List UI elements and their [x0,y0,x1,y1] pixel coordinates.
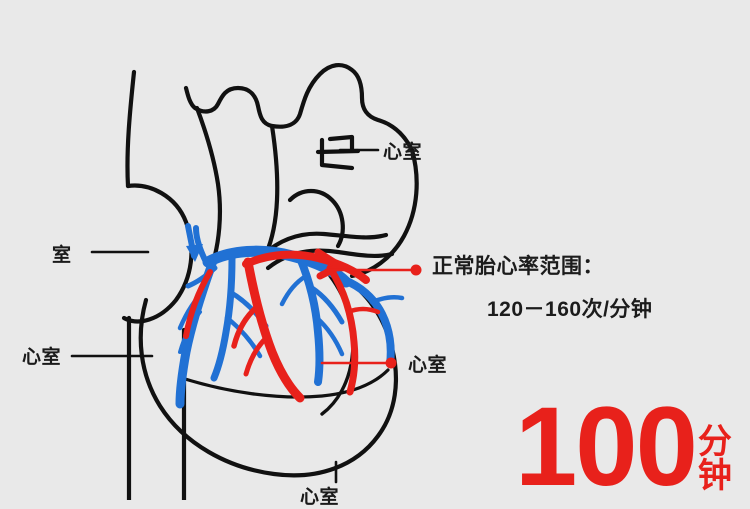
right-vessel-stub-outline [327,134,355,153]
vein-branch-mid [210,254,236,382]
vein-far-right-twig [369,294,405,305]
artery-arrowhead [314,248,344,280]
vein-far-right-arc [340,276,395,368]
label-ventricle-bottom: 心室 [300,487,340,508]
vein-right-twig-c [279,273,309,307]
vein-twig-e [185,265,218,289]
artery-lower-left [183,269,213,339]
vein-twig-b [224,315,263,359]
left-anterior-descending-artery [243,257,305,403]
pulmonary-vein-band-outline [261,231,389,257]
vein-upper-left [193,225,209,265]
leader-dot-icon [410,264,422,276]
right-vessel-stub-outline-3 [319,137,355,171]
pulmonary-trunk-outline [263,123,280,257]
callout-range-value: 120－160次/分钟 [487,298,653,321]
aortic-arch-outline [183,63,415,153]
bpm-value: 100 [515,384,698,509]
right-coronary-artery [326,264,359,396]
label-ventricle-right: 心室 [408,355,448,376]
artery-diagonal-branch-2 [243,335,269,377]
coronary-arteries-group [183,248,381,403]
bpm-readout: 100 分钟 [515,384,750,509]
leader-dot-icon [385,357,397,369]
label-ventricle-top: 心室 [383,142,423,163]
vein-right-twig-a [309,285,345,325]
vein-right-twig-b [314,315,345,357]
leader-lines-black [70,148,380,484]
leader-lines-red [320,264,422,369]
callout-title: 正常胎心率范围： [432,255,604,278]
blood-flow-arrow-icon [185,223,203,262]
bpm-unit: 分钟 [697,422,732,495]
left-atrial-appendage-outline [121,183,194,324]
artery-diagonal-branch [231,303,261,349]
circumflex-artery [242,250,370,284]
interventricular-groove [180,368,390,399]
vein-right-main [296,254,324,386]
superior-vena-cava-outline [125,69,137,189]
label-ventricle-left: 心室 [22,347,62,368]
right-atrium-outline [287,188,345,249]
label-chamber-left: 室 [52,245,72,266]
heart-outline-group [121,63,419,500]
artery-right-twig [345,306,381,315]
